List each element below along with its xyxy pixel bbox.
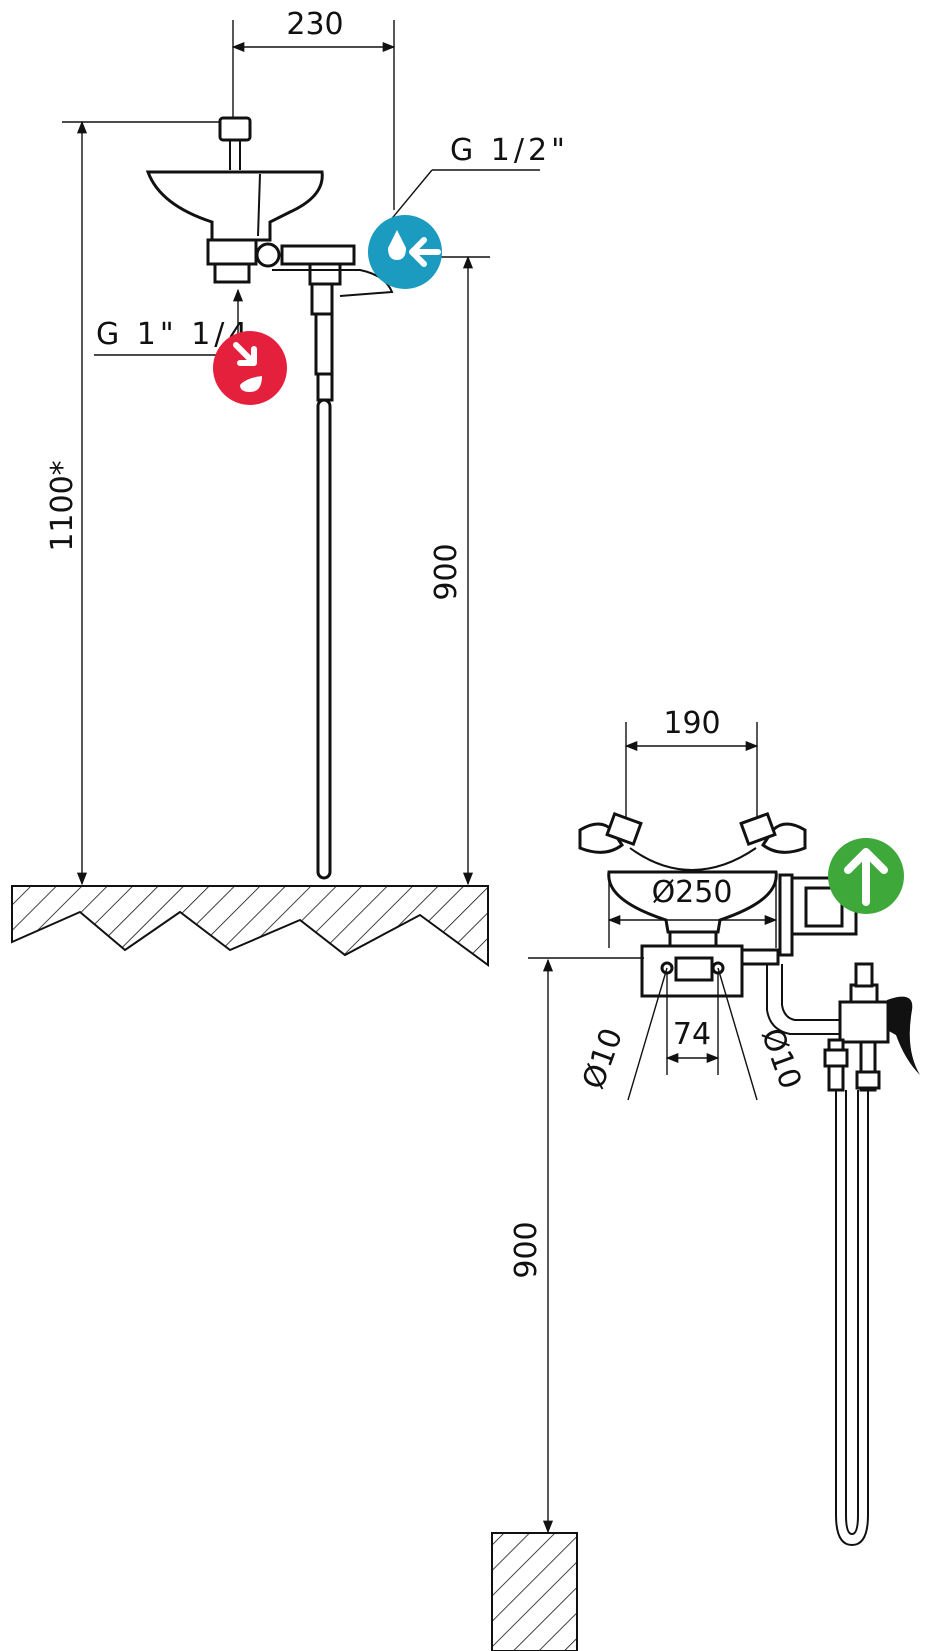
thread-supply-label: G 1/2" xyxy=(450,133,569,168)
dim-bowl-height-side: 900 xyxy=(429,255,490,886)
floor-front xyxy=(491,1532,578,1651)
dim-handles-label: 190 xyxy=(663,706,720,741)
dim-bowl-height-side-label: 900 xyxy=(429,543,464,600)
dim-bowl-height-front: 900 xyxy=(509,957,644,1534)
dim-handles: 190 xyxy=(624,706,759,818)
dim-holes-label: 74 xyxy=(673,1017,711,1052)
arrow-up-icon xyxy=(828,838,904,914)
drain-outlet-icon xyxy=(213,331,287,405)
spray-heads xyxy=(578,811,807,872)
dim-total-height-label: 1100* xyxy=(45,460,80,551)
dim-width-label: 230 xyxy=(286,7,343,42)
side-view: 230 1100* 900 G 1/2" G 1" 1/4 xyxy=(11,7,569,967)
water-inlet-icon xyxy=(368,215,442,289)
piping-front xyxy=(766,962,920,1547)
thread-supply-callout: G 1/2" xyxy=(369,133,569,246)
dim-hole-left-label: Ø10 xyxy=(576,1024,630,1094)
bowl-front: Ø250 xyxy=(607,870,778,948)
dim-total-height: 1100* xyxy=(45,120,235,886)
mounting-base xyxy=(640,930,780,998)
dim-bowl-diameter-label: Ø250 xyxy=(652,875,733,910)
dim-width-230: 230 xyxy=(231,7,396,210)
dim-bowl-height-front-label: 900 xyxy=(509,1221,544,1278)
front-view: 190 Ø250 xyxy=(491,706,920,1651)
floor-side xyxy=(11,885,489,967)
eyewash-side-body xyxy=(145,116,394,880)
